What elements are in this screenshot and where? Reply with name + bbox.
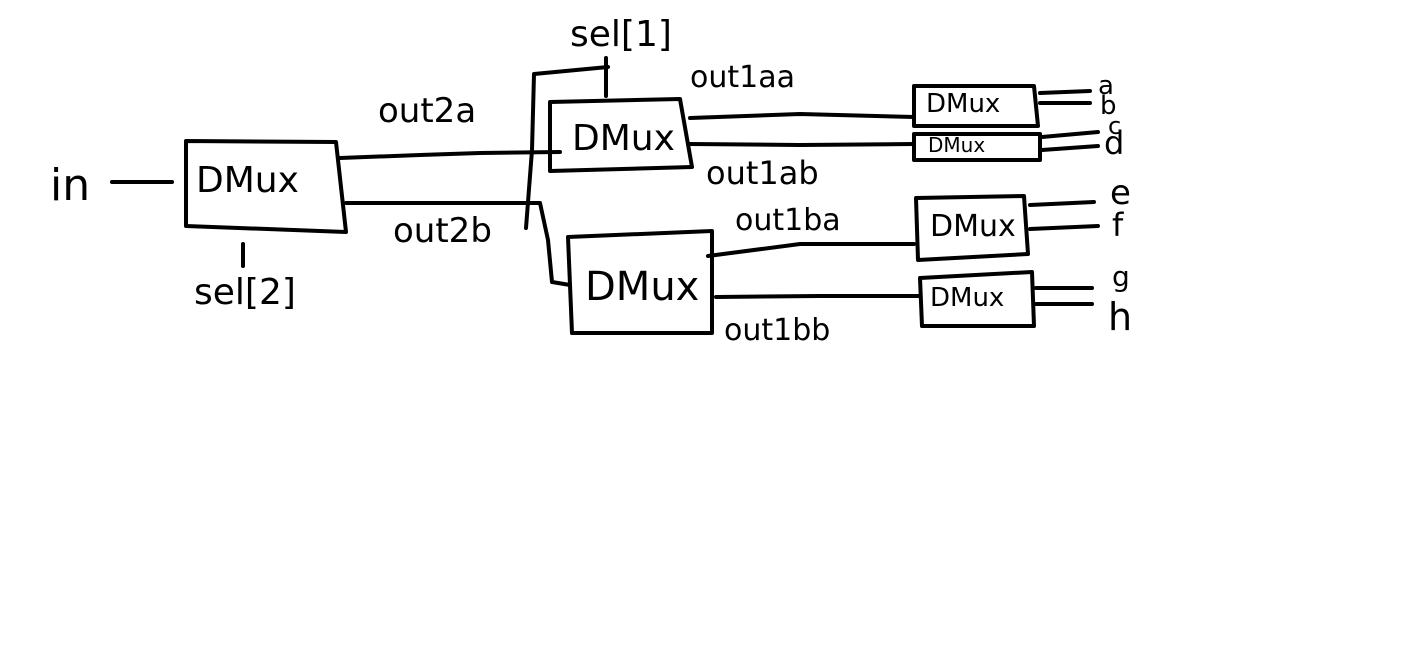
label-out1aa: out1aa <box>690 60 795 95</box>
output-label-b: b <box>1100 91 1117 121</box>
dmux-out-a <box>912 84 1040 128</box>
output-label-c: c <box>1108 112 1121 140</box>
wire-out-f <box>1028 224 1100 231</box>
dmux-out-d-label: DMux <box>930 283 1004 313</box>
input-label: in <box>50 160 90 211</box>
dmux-lower-mid <box>566 229 714 335</box>
wire-out1aa <box>688 112 916 120</box>
wire-out1ba <box>706 242 916 258</box>
dmux-out-a-label: DMux <box>926 89 1000 119</box>
output-label-e: e <box>1110 173 1131 213</box>
output-label-h: h <box>1108 295 1132 339</box>
dmux-upper-mid <box>548 97 694 173</box>
sel-bottom-label: sel[2] <box>194 272 296 313</box>
output-label-f: f <box>1112 206 1124 244</box>
wire-out2b <box>344 201 572 287</box>
output-label-g: g <box>1112 260 1130 293</box>
dmux-out-b <box>912 132 1042 162</box>
dmux-main <box>184 139 348 234</box>
wire-out1bb <box>714 294 922 299</box>
wire-out-a <box>1038 89 1092 95</box>
dmux-main-label: DMux <box>196 160 299 201</box>
wire-out1ab <box>688 142 916 147</box>
sel-top-label: sel[1] <box>570 14 672 55</box>
dmux-lower-mid-label: DMux <box>585 264 699 310</box>
dmux-out-d <box>918 270 1036 328</box>
label-out2b: out2b <box>393 211 492 251</box>
wire-out2a <box>338 150 562 160</box>
wire-out-c <box>1040 130 1100 139</box>
dmux-out-b-label: DMux <box>928 133 985 157</box>
dmux-out-c <box>914 194 1030 262</box>
dmux-upper-mid-label: DMux <box>572 118 675 159</box>
wire-sel-top-branch <box>524 65 610 230</box>
label-out2a: out2a <box>378 91 476 131</box>
label-out1bb: out1bb <box>724 313 830 348</box>
wire-out-e <box>1028 200 1096 207</box>
dmux-out-c-label: DMux <box>930 209 1016 244</box>
output-label-a: a <box>1098 71 1114 101</box>
wire-out-d <box>1040 144 1100 152</box>
label-out1ab: out1ab <box>706 154 819 192</box>
output-label-d: d <box>1104 124 1124 162</box>
label-out1ba: out1ba <box>735 203 841 238</box>
